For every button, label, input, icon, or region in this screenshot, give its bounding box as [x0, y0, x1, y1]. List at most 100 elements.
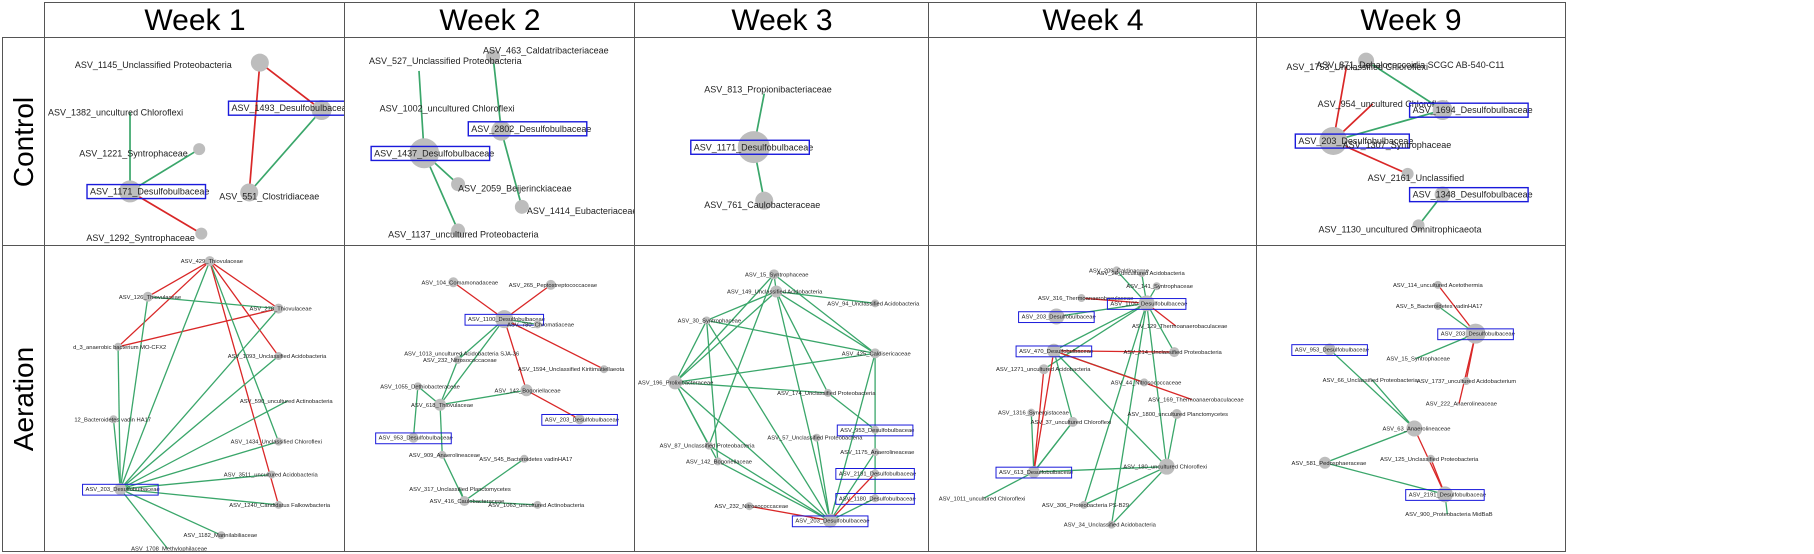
column-header-label: Week 2	[439, 3, 541, 37]
edge-positive	[120, 488, 222, 536]
edge-positive	[675, 381, 828, 394]
node-label: ASV_425_Caldisericaceae	[842, 351, 911, 357]
node-l	[217, 531, 226, 540]
edge-positive	[1146, 303, 1168, 467]
edge-negative	[117, 307, 279, 348]
node-label: ASV_2191_Desulfobulbaceae	[1409, 492, 1486, 498]
edge-positive	[1371, 379, 1415, 429]
node-label: ASV_306_Proteobacteria PS-B29	[1042, 503, 1129, 509]
node-t	[1107, 520, 1116, 529]
edge-positive	[1110, 303, 1148, 525]
edge-positive	[209, 260, 280, 442]
node-f	[453, 355, 462, 364]
node-p	[459, 495, 470, 506]
node-label: ASV_125_Unclassified Proteobacteria	[1380, 457, 1479, 463]
edge-positive	[829, 451, 876, 522]
node-label: ASV_142_Bogoriellaceae	[495, 388, 561, 394]
node-label: ASV_813_Propionibacteriaceae	[704, 85, 832, 95]
node-d	[1077, 294, 1086, 303]
edge-positive	[708, 445, 831, 522]
node-label: ASV_1063_uncultured Actinobacteria	[488, 503, 585, 509]
node-label: ASV_26_uncultured Acidobacteria	[1097, 271, 1186, 277]
edge-positive	[706, 320, 831, 522]
node-l	[871, 469, 880, 478]
node-label: ASV_1171_Desulfobulbaceae	[694, 142, 813, 152]
node-label: ASV_196_Prolixibacteraceae	[638, 380, 713, 386]
node-label: ASV_15_Syntrophaceae	[745, 272, 809, 278]
node-q	[1158, 458, 1175, 475]
node-h	[274, 437, 283, 446]
row-label-text: Aeration	[8, 346, 39, 451]
row-label-control: Control	[2, 37, 46, 247]
node-p	[1027, 465, 1040, 478]
node-label: ASV_1753_Unclassified Chloroflexi	[1286, 62, 1428, 72]
edge-positive	[1053, 350, 1074, 423]
node-h	[1046, 343, 1061, 358]
node-label: ASV_222_Anaerolineaceae	[1426, 401, 1497, 407]
node-label: ASV_1013_uncultured Acidobacteria SJA-36	[404, 351, 519, 357]
edge-positive	[983, 471, 1035, 499]
node-label: ASV_1382_uncultured Chloroflexi	[48, 107, 183, 117]
node-c	[871, 299, 880, 308]
edge-positive	[675, 352, 876, 384]
node-a	[1112, 266, 1121, 275]
highlight-box	[791, 515, 869, 528]
edge-negative	[1437, 284, 1477, 335]
edge-positive	[674, 290, 777, 383]
node-h	[871, 425, 880, 434]
node-e	[274, 352, 283, 361]
edge-positive	[1033, 421, 1074, 473]
node-label: ASV_37_uncultured Chloroflexi	[1031, 420, 1112, 426]
edge-positive	[775, 291, 831, 521]
node-label: ASV_265_Peptostreptococcaceae	[509, 283, 597, 289]
edge-positive	[112, 419, 122, 490]
node-label: ASV_126_Thiovulaceae	[119, 295, 181, 301]
node-label: ASV_203_Desulfobulbaceae	[1441, 332, 1515, 338]
node-label: ASV_590_uncultured Actinobacteria	[240, 399, 334, 405]
edge-negative	[129, 190, 202, 235]
node-a	[1358, 52, 1375, 69]
column-header-label: Week 1	[144, 3, 246, 37]
highlight-box	[1408, 102, 1529, 118]
node-label: ASV_180_uncultured Chloroflexi	[1123, 465, 1207, 471]
edge-positive	[119, 260, 211, 490]
node-label: ASV_429_Thiovulaceae	[181, 259, 243, 265]
node-label: ASV_169_Thermoanaerobaculaceae	[1148, 398, 1243, 404]
highlight-box	[1015, 345, 1093, 358]
edge-negative	[504, 318, 605, 370]
edge-positive	[674, 273, 775, 383]
node-label: ASV_1011_uncultured Chloroflexi	[939, 496, 1026, 502]
edge-positive	[119, 308, 280, 490]
node-label: ASV_63_Anaerolineaceae	[1382, 427, 1450, 433]
edge-positive	[1329, 348, 1415, 429]
node-d	[114, 342, 123, 351]
node-label: ASV_209_Caldinaceae	[1089, 268, 1149, 274]
node-j	[1038, 364, 1049, 375]
edge-negative	[1081, 297, 1147, 304]
node-b	[545, 279, 556, 290]
edge-positive	[1365, 59, 1444, 111]
node-m	[713, 457, 722, 466]
node-j	[114, 483, 127, 496]
node-label: ASV_1055_Dethiobacteraceae	[380, 384, 460, 390]
node-label: ASV_317_Unclassified Planctomycetes	[409, 487, 511, 493]
node-label: ASV_2802_Desulfobulbaceae	[471, 124, 591, 134]
node-label: ASV_1221_Syntrophaceae	[79, 148, 188, 158]
panel-control-week-4	[928, 37, 1258, 247]
edge-positive	[492, 56, 503, 131]
node-j	[704, 441, 713, 450]
edge-negative	[209, 260, 280, 506]
edge-positive	[816, 437, 831, 521]
node-o	[1171, 408, 1182, 419]
node-e	[1138, 295, 1155, 312]
edge-positive	[457, 318, 505, 361]
highlight-box	[541, 413, 618, 426]
node-h	[413, 382, 422, 391]
node-label: ASV_1708_Methylophilaceae	[131, 546, 207, 552]
node-label: ASV_66_Unclassified Proteobacteria	[1323, 378, 1419, 384]
